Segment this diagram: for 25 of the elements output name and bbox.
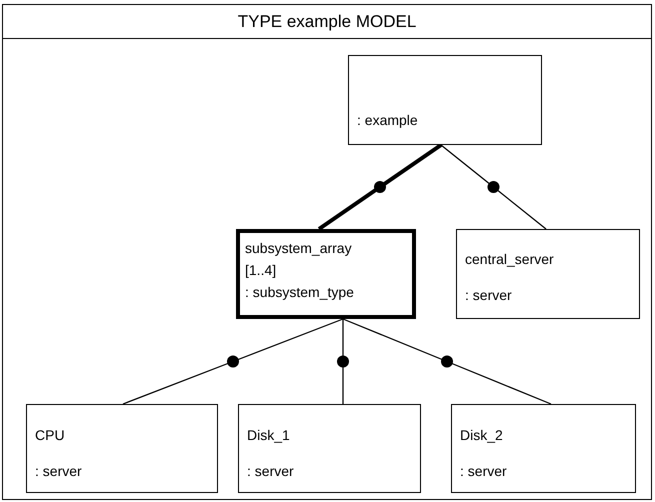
object-label: : server [35, 462, 82, 480]
object-label: central_server [465, 250, 554, 268]
object-label: : server [247, 462, 294, 480]
object-box [236, 229, 416, 319]
object-box [348, 55, 542, 145]
object-box [238, 404, 421, 493]
connector-line [122, 318, 344, 405]
object-box [26, 404, 218, 493]
object-label: : server [460, 462, 507, 480]
object-label: CPU [35, 426, 65, 444]
object-box [456, 229, 640, 319]
object-label: : server [465, 286, 512, 304]
object-label: Disk_2 [460, 426, 503, 444]
model-frame [2, 4, 652, 500]
connector-line [318, 143, 442, 231]
connector-line [342, 318, 552, 405]
connector-line [342, 319, 344, 404]
frame-title: TYPE example MODEL [238, 12, 416, 32]
object-label: subsystem_array [245, 239, 352, 257]
object-label: [1..4] [245, 261, 276, 279]
object-label: : example [357, 111, 418, 129]
connector-line [440, 144, 546, 230]
object-box [451, 404, 636, 493]
object-label: : subsystem_type [245, 283, 354, 301]
object-label: Disk_1 [247, 426, 290, 444]
